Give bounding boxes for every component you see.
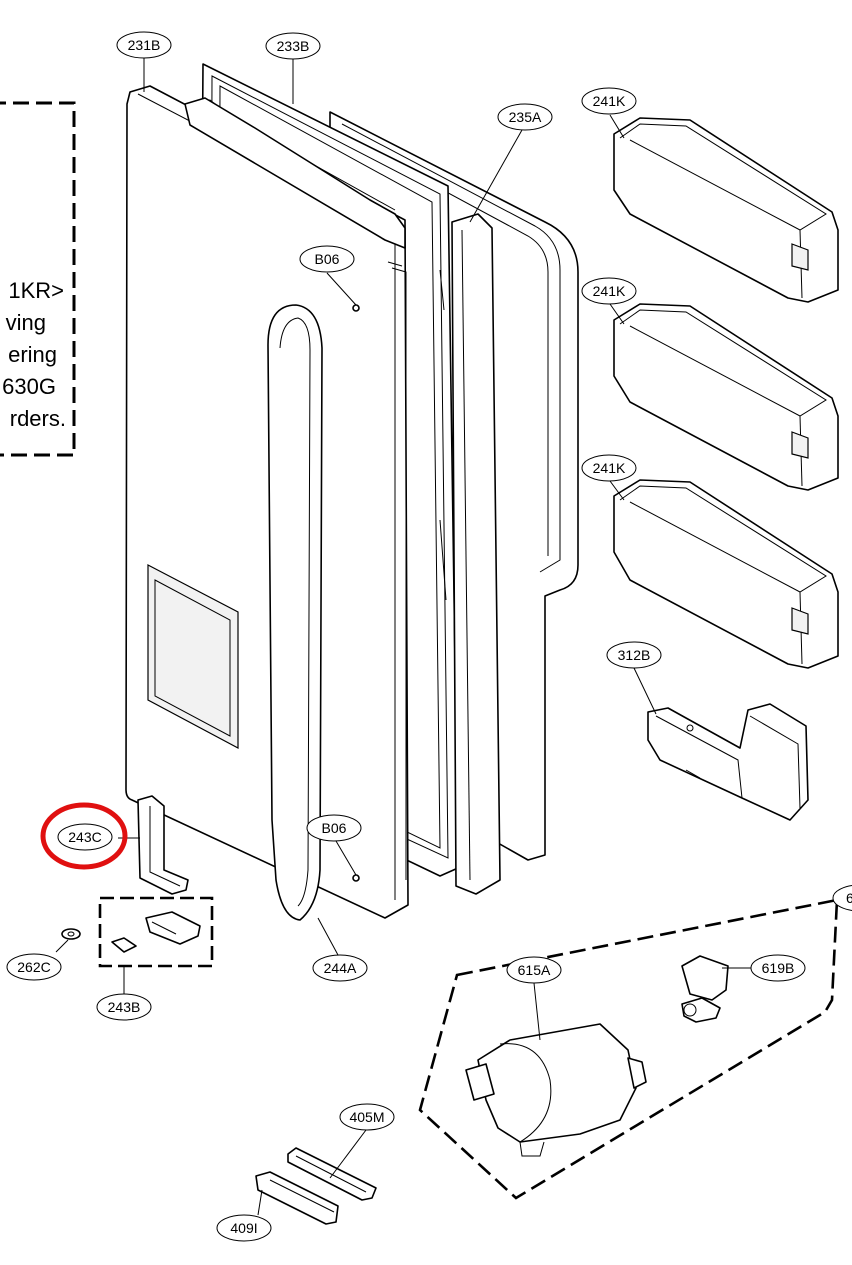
callout-label: B06	[315, 251, 340, 267]
callout-409I: 409I	[216, 1214, 272, 1242]
callout-619B: 619B	[750, 954, 806, 982]
callout-label: 241K	[593, 460, 626, 476]
hinge-assembly-243B	[98, 896, 214, 968]
water-filter-group-box	[418, 898, 839, 1200]
note-line-4: 630G	[2, 374, 56, 399]
callout-241K-1: 241K	[581, 87, 637, 115]
callout-label: 243C	[68, 829, 101, 845]
callout-B06-1: B06	[299, 245, 355, 273]
tray-312B	[647, 703, 809, 821]
callout-label: 241K	[593, 93, 626, 109]
callout-label: 233B	[277, 38, 310, 54]
callout-231B: 231B	[116, 31, 172, 59]
callout-label: 243B	[108, 999, 141, 1015]
callout-label: 241K	[593, 283, 626, 299]
screw-b06-top	[352, 304, 360, 312]
door-basket-241K-2	[613, 303, 839, 491]
screw-b06-bottom	[352, 874, 360, 882]
callout-label: 235A	[509, 109, 542, 125]
cap-405M	[287, 1147, 377, 1201]
door-dike-strip	[439, 213, 501, 895]
bracket-243C	[137, 795, 189, 895]
callout-label: 615A	[518, 962, 551, 978]
door-basket-241K-1	[613, 117, 839, 303]
callout-label: B06	[322, 820, 347, 836]
callout-235A: 235A	[497, 103, 553, 131]
door-panel-231B	[125, 85, 409, 919]
callout-241K-3: 241K	[581, 454, 637, 482]
note-line-2: ving	[6, 310, 46, 335]
door-basket-241K-3	[613, 479, 839, 669]
highlight-circle-243C	[40, 802, 128, 870]
callout-label: 231B	[128, 37, 161, 53]
callout-label: 6	[846, 890, 852, 906]
callout-label: 619B	[762, 960, 795, 976]
callout-label: 262C	[17, 959, 50, 975]
callout-6xx-partial: 6	[832, 885, 852, 911]
callout-615A: 615A	[506, 956, 562, 984]
callout-241K-2: 241K	[581, 277, 637, 305]
door-handle-244A	[267, 304, 323, 921]
callout-312B: 312B	[606, 641, 662, 669]
callout-243B: 243B	[96, 993, 152, 1021]
note-line-1: 1KR>	[8, 278, 64, 303]
note-box: 1KR> ving ering 630G rders.	[0, 101, 76, 457]
valve-619B	[681, 955, 729, 1023]
callout-233B: 233B	[265, 32, 321, 60]
note-text: 1KR> ving ering 630G rders.	[2, 278, 66, 431]
callout-B06-2: B06	[306, 814, 362, 842]
water-filter-615A	[465, 1023, 647, 1157]
note-line-5: rders.	[10, 406, 66, 431]
callout-262C: 262C	[6, 953, 62, 981]
callout-label: 405M	[349, 1109, 384, 1125]
note-line-3: ering	[8, 342, 57, 367]
callout-label: 312B	[618, 647, 651, 663]
callout-243C: 243C	[57, 823, 113, 851]
cap-409I	[255, 1171, 339, 1225]
callout-244A: 244A	[312, 954, 368, 982]
callout-label: 409I	[230, 1220, 257, 1236]
leader-lines	[55, 58, 752, 1216]
callout-405M: 405M	[339, 1103, 395, 1131]
callout-label: 244A	[324, 960, 357, 976]
washer-262C	[61, 928, 81, 940]
